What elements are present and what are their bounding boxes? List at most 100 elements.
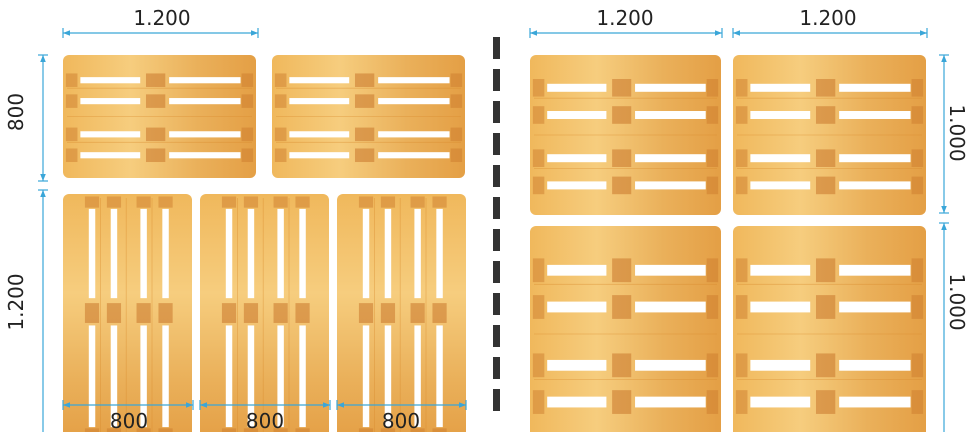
pallet-block [612, 149, 632, 167]
left-top-pallet-1 [63, 55, 256, 178]
right-pallet-1 [530, 55, 721, 215]
pallet-block [612, 390, 632, 414]
pallet-block [221, 303, 237, 323]
pallet-block [612, 295, 632, 319]
pallet-block [815, 390, 836, 414]
pallet-block [295, 428, 310, 436]
pallet-slot [169, 77, 241, 84]
pallet-slot [635, 154, 706, 163]
pallet-slot [247, 208, 255, 299]
pallet-slot [547, 181, 607, 190]
pallet-block [911, 149, 924, 167]
pallet-board [733, 226, 926, 436]
pallet-block [145, 94, 166, 108]
pallet-slot [750, 301, 811, 313]
pallet-block [432, 428, 447, 436]
pallet-slot [750, 396, 811, 408]
pallet-slot [635, 264, 706, 276]
left-bottom-pallet-3 [337, 194, 466, 436]
pallet-slot [750, 83, 811, 92]
pallet-slot [414, 208, 421, 299]
left-bottom-width-dim-1 [62, 400, 194, 410]
pallet-block [532, 106, 545, 124]
left-top-height-label: 800 [4, 92, 28, 132]
pallet-block [274, 148, 287, 163]
pallet-block [136, 196, 151, 208]
pallet-slot [378, 152, 450, 159]
pallet-block [532, 295, 545, 319]
pallet-block [65, 127, 78, 142]
pallet-block [735, 258, 748, 283]
pallet-slot [80, 98, 141, 105]
pallet-slot [547, 111, 607, 119]
pallet-block [241, 148, 254, 163]
pallet-block [145, 148, 166, 163]
pallet-block [815, 149, 836, 167]
left-bottom-pallet-2 [200, 194, 329, 436]
pallet-slot [436, 325, 443, 428]
left-bottom-pallet-1 [63, 194, 192, 436]
pallet-slot [140, 208, 147, 299]
pallet-slot [289, 131, 350, 138]
pallet-slot [88, 208, 96, 299]
pallet-block [706, 295, 719, 319]
pallet-slot [635, 181, 706, 190]
pallet-board [337, 194, 466, 436]
pallet-slot [247, 325, 255, 428]
pallet-slot [436, 208, 443, 299]
pallet-block [136, 303, 151, 323]
pallet-slot [547, 301, 607, 313]
pallet-slot [80, 152, 141, 159]
pallet-block [735, 390, 748, 414]
left-bottom-height-dim [38, 189, 48, 436]
pallet-slot [839, 301, 911, 313]
pallet-block [911, 176, 924, 195]
pallet-slot [169, 152, 241, 159]
pallet-board [63, 194, 192, 436]
left-bottom-width-label-3: 800 [381, 409, 421, 433]
pallet-slot [839, 83, 911, 92]
pallet-slot [750, 111, 811, 119]
pallet-block [243, 303, 259, 323]
pallet-block [911, 79, 924, 97]
pallet-board [200, 194, 329, 436]
pallet-block [106, 303, 122, 323]
left-bottom-width-label-1: 800 [109, 409, 149, 433]
right-top-width-dim-2 [732, 28, 928, 38]
pallet-slot [635, 396, 706, 408]
separator-dash [493, 229, 500, 251]
right-pallet-3 [530, 226, 721, 436]
pallet-block [612, 353, 632, 378]
pallet-slot [384, 325, 392, 428]
pallet-block [358, 303, 374, 323]
pallet-slot [839, 181, 911, 190]
pallet-block [706, 353, 719, 378]
pallet-slot [80, 77, 141, 84]
pallet-block [612, 258, 632, 283]
pallet-block [706, 79, 719, 97]
pallet-block [158, 196, 173, 208]
pallet-block [735, 353, 748, 378]
pallet-block [221, 196, 237, 208]
pallet-block [706, 390, 719, 414]
separator-dash [493, 197, 500, 219]
pallet-block [735, 176, 748, 195]
pallet-block [65, 148, 78, 163]
pallet-block [815, 295, 836, 319]
right-pallet-4 [733, 226, 926, 436]
pallet-slot [839, 396, 911, 408]
pallet-slot [88, 325, 96, 428]
pallet-slot [110, 208, 118, 299]
pallet-block [241, 73, 254, 87]
right-height-label-1: 1.000 [945, 104, 969, 162]
pallet-slot [839, 111, 911, 119]
pallet-block [354, 73, 375, 87]
pallet-block [84, 196, 100, 208]
pallet-block [380, 303, 396, 323]
layout-separator [493, 37, 500, 411]
right-top-width-label-1: 1.200 [596, 6, 654, 30]
pallet-slot [378, 77, 450, 84]
pallet-block [735, 79, 748, 97]
pallet-slot [750, 264, 811, 276]
